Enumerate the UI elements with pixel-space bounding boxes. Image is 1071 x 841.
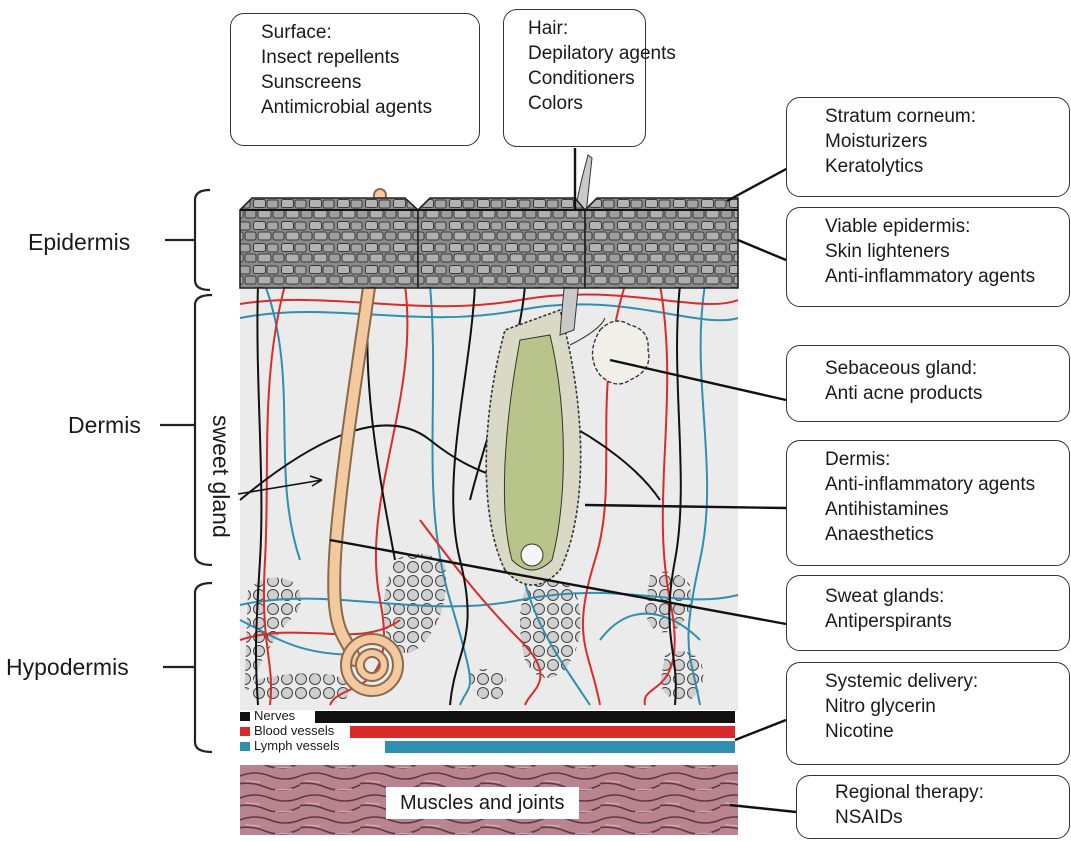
callout-surface: Surface: Insect repellents Sunscreens An… <box>230 13 480 146</box>
callout-sebaceous-gland: Sebaceous gland: Anti acne products <box>786 345 1070 422</box>
epidermis-blocks <box>240 198 738 288</box>
label-sweet-gland: sweet gland <box>207 415 234 538</box>
callout-systemic-delivery: Systemic delivery: Nitro glycerin Nicoti… <box>786 662 1070 765</box>
callout-regional-therapy: Regional therapy: NSAIDs <box>796 775 1070 839</box>
legend-nerves: Nerves <box>254 709 295 723</box>
layer-braces <box>160 190 212 752</box>
lymph-bar <box>385 741 735 753</box>
callout-viable-epidermis: Viable epidermis: Skin lighteners Anti-i… <box>786 207 1070 307</box>
legend-swatch-blood <box>240 727 250 736</box>
label-hypodermis: Hypodermis <box>6 654 129 680</box>
legend-swatch-nerves <box>240 712 250 721</box>
callout-dermis: Dermis: Anti-inflammatory agents Antihis… <box>786 440 1070 566</box>
label-dermis: Dermis <box>68 412 141 438</box>
label-epidermis: Epidermis <box>28 229 130 255</box>
legend-blood-vessels: Blood vessels <box>254 724 334 738</box>
legend-lymph-vessels: Lymph vessels <box>254 739 340 753</box>
callout-sweat-glands: Sweat glands: Antiperspirants <box>786 575 1070 651</box>
callout-stratum-corneum: Stratum corneum: Moisturizers Keratolyti… <box>786 97 1070 197</box>
blood-bar <box>350 726 735 738</box>
legend-swatch-lymph <box>240 742 250 751</box>
nerves-bar <box>315 711 735 723</box>
label-muscles: Muscles and joints <box>386 787 579 819</box>
callout-hair: Hair: Depilatory agents Conditioners Col… <box>503 9 646 147</box>
